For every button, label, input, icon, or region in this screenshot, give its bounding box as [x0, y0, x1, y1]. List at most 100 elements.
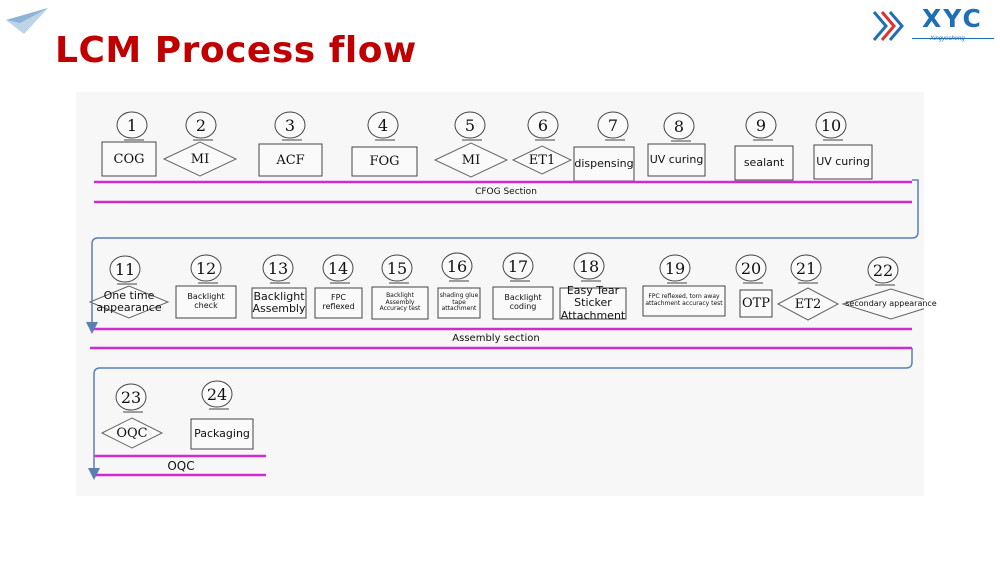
step-12-number-circle [190, 254, 222, 282]
step-5-label: MI [461, 152, 481, 168]
step-16-number-circle [441, 252, 473, 280]
step-3-process-box [258, 143, 323, 177]
step-17-label: Backlight coding [504, 293, 542, 311]
step-3-label: ACF [276, 152, 305, 168]
step-4-label: FOG [369, 154, 400, 169]
step-18-number-circle [573, 252, 605, 280]
logo-divider [912, 38, 994, 39]
step-19-label: FPC reflexed, torn away attachment accur… [645, 293, 723, 307]
step-2-number: 2 [195, 115, 207, 135]
step-1-number: 1 [126, 115, 138, 135]
paper-plane-icon [6, 8, 48, 34]
connector-section-2-to-3 [88, 348, 913, 480]
step-2-number-circle [185, 111, 217, 139]
step-12-label: Backlight check [187, 292, 225, 310]
step-18-process-box [559, 287, 627, 320]
step-14-label: FPC reflexed [322, 293, 355, 311]
step-14-number-circle [322, 254, 354, 282]
step-9-number-circle [745, 111, 777, 139]
step-13-process-box [251, 287, 307, 319]
step-20-number-circle [735, 254, 767, 282]
step-7-process-box [573, 146, 635, 182]
step-5-number-circle [454, 111, 486, 139]
step-7-number: 7 [607, 115, 619, 135]
step-19-process-box [642, 285, 726, 317]
step-23-number-circle [115, 383, 147, 411]
step-14-number: 14 [327, 258, 349, 278]
step-21-label: ET2 [794, 296, 822, 312]
step-14-process-box [314, 287, 363, 319]
step-21-decision-diamond [776, 287, 840, 321]
step-9-label: sealant [743, 155, 785, 169]
step-6-number: 6 [537, 115, 549, 135]
step-4-number-circle [367, 111, 399, 139]
company-logo: XYC Xingyecheng [870, 2, 995, 50]
step-5-decision-diamond [433, 142, 509, 178]
step-21-number-circle [790, 254, 822, 282]
step-16-process-box [437, 287, 481, 319]
logo-text: XYC [922, 4, 983, 33]
connector-section-1-to-2 [86, 179, 919, 334]
step-11-number: 11 [114, 259, 136, 279]
step-8-number: 8 [673, 116, 685, 136]
step-10-process-box [813, 144, 873, 180]
step-10-number: 10 [820, 115, 842, 135]
step-8-process-box [647, 143, 706, 177]
step-12-number: 12 [195, 258, 217, 278]
flow-canvas [86, 111, 924, 480]
step-17-number: 17 [507, 256, 529, 276]
step-17-number-circle [502, 252, 534, 280]
step-18-number: 18 [578, 256, 600, 276]
step-4-process-box [351, 146, 418, 177]
step-8-number-circle [663, 112, 695, 140]
step-22-label: secondary appearance [845, 298, 937, 308]
step-23-number: 23 [120, 387, 142, 407]
step-10-label: UV curing [816, 154, 870, 168]
step-24-process-box [190, 418, 254, 450]
step-17-process-box [492, 286, 554, 320]
step-24-label: Packaging [194, 426, 250, 440]
step-13-number-circle [262, 254, 294, 282]
step-15-number-circle [381, 254, 413, 282]
page-title: LCM Process flow [55, 30, 417, 71]
step-6-decision-diamond [511, 145, 573, 175]
step-8-label: UV curing [649, 152, 704, 166]
step-3-number: 3 [284, 115, 296, 135]
step-19-number-circle [659, 254, 691, 282]
step-20-label: OTP [741, 296, 771, 311]
step-5-number: 5 [464, 115, 476, 135]
step-16-number: 16 [446, 256, 468, 276]
section-label-oqc: OQC [167, 459, 195, 473]
step-4-number: 4 [377, 115, 389, 135]
step-15-label: Backlight Assembly Accuracy test [379, 291, 421, 313]
step-6-label: ET1 [528, 152, 556, 168]
step-7-number-circle [597, 111, 629, 139]
step-21-number: 21 [795, 258, 817, 278]
step-13-label: Backlight Assembly [252, 289, 306, 315]
step-23-decision-diamond [100, 417, 164, 449]
step-1-process-box [101, 141, 157, 177]
step-15-process-box [371, 286, 429, 320]
step-23-label: OQC [116, 425, 148, 441]
step-11-number-circle [109, 255, 141, 283]
step-11-decision-diamond [88, 285, 170, 319]
step-22-decision-diamond [841, 288, 924, 320]
step-1-number-circle [116, 111, 148, 139]
step-20-process-box [739, 289, 773, 318]
step-12-process-box [175, 285, 237, 319]
step-22-number: 22 [872, 260, 894, 280]
section-label-assembly: Assembly section [452, 332, 540, 344]
step-16-label: shading glue tape attachment [439, 291, 479, 313]
step-22-number-circle [867, 256, 899, 284]
step-9-number: 9 [755, 115, 767, 135]
step-7-label: dispensing [574, 156, 634, 170]
step-9-process-box [734, 145, 794, 181]
step-18-label: Easy Tear Sticker Attachment [560, 284, 626, 322]
step-6-number-circle [527, 111, 559, 139]
step-10-number-circle [815, 111, 847, 139]
step-2-decision-diamond [162, 141, 238, 177]
step-11-label: One time appearance [96, 288, 162, 314]
step-24-number-circle [201, 380, 233, 408]
step-24-number: 24 [206, 384, 228, 404]
